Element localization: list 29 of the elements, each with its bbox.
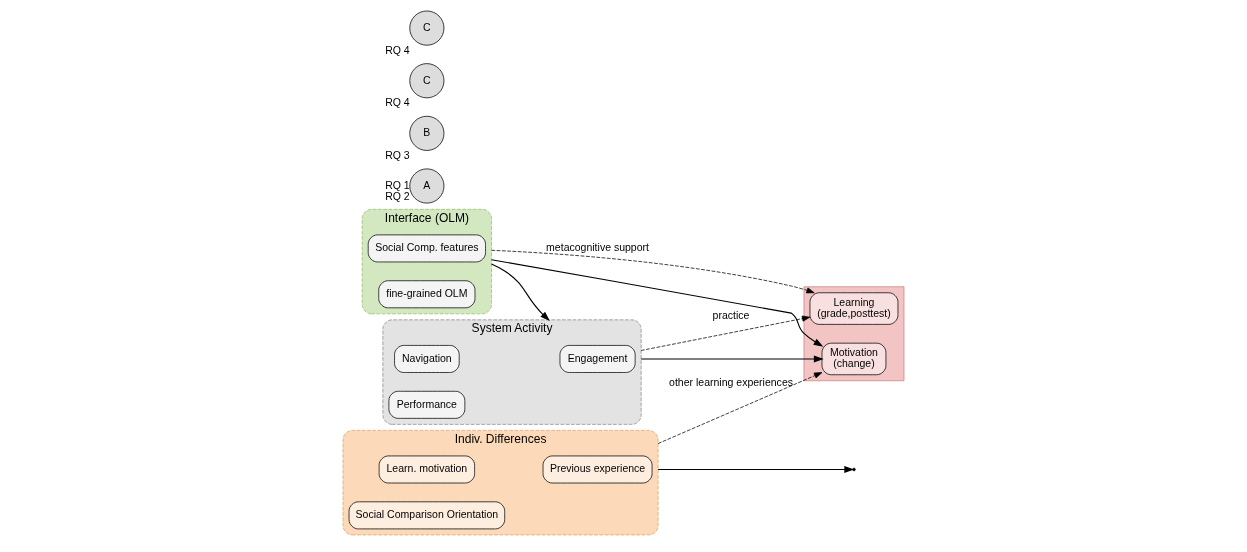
arrow xyxy=(490,263,550,322)
node-box: Learn. motivation xyxy=(378,455,475,484)
node-box: Learning (grade,posttest) xyxy=(809,292,899,325)
arrow xyxy=(657,372,823,444)
node-circle: B xyxy=(409,115,445,151)
node-box: Social Comparison Orientation xyxy=(348,501,506,530)
node-box: Motivation (change) xyxy=(821,342,887,376)
node-box: Previous experience xyxy=(542,455,653,484)
arrow xyxy=(640,315,811,351)
edge-label: practice xyxy=(712,309,750,322)
node-label: RQ 1 xyxy=(385,178,410,191)
node-box: fine-grained OLM xyxy=(378,280,476,309)
node-box: Performance xyxy=(388,390,466,419)
node-label: RQ 4 xyxy=(385,96,410,109)
node-label: RQ 3 xyxy=(385,148,410,161)
node-label: RQ 2 xyxy=(385,190,410,203)
arrow xyxy=(491,249,815,294)
node-box: Engagement xyxy=(559,345,636,373)
node-circle: C xyxy=(409,63,445,99)
node-box: Navigation xyxy=(394,345,460,373)
node-label: RQ 4 xyxy=(385,43,410,56)
edge-label: other learning experiences xyxy=(669,376,793,389)
arrow xyxy=(640,355,824,363)
arrow xyxy=(657,466,855,473)
edge-label: metacognitive support xyxy=(546,240,649,253)
node-circle: C xyxy=(409,10,445,46)
node-box: Social Comp. features xyxy=(367,234,486,263)
node-circle: A xyxy=(409,168,445,204)
arrow xyxy=(490,259,824,347)
